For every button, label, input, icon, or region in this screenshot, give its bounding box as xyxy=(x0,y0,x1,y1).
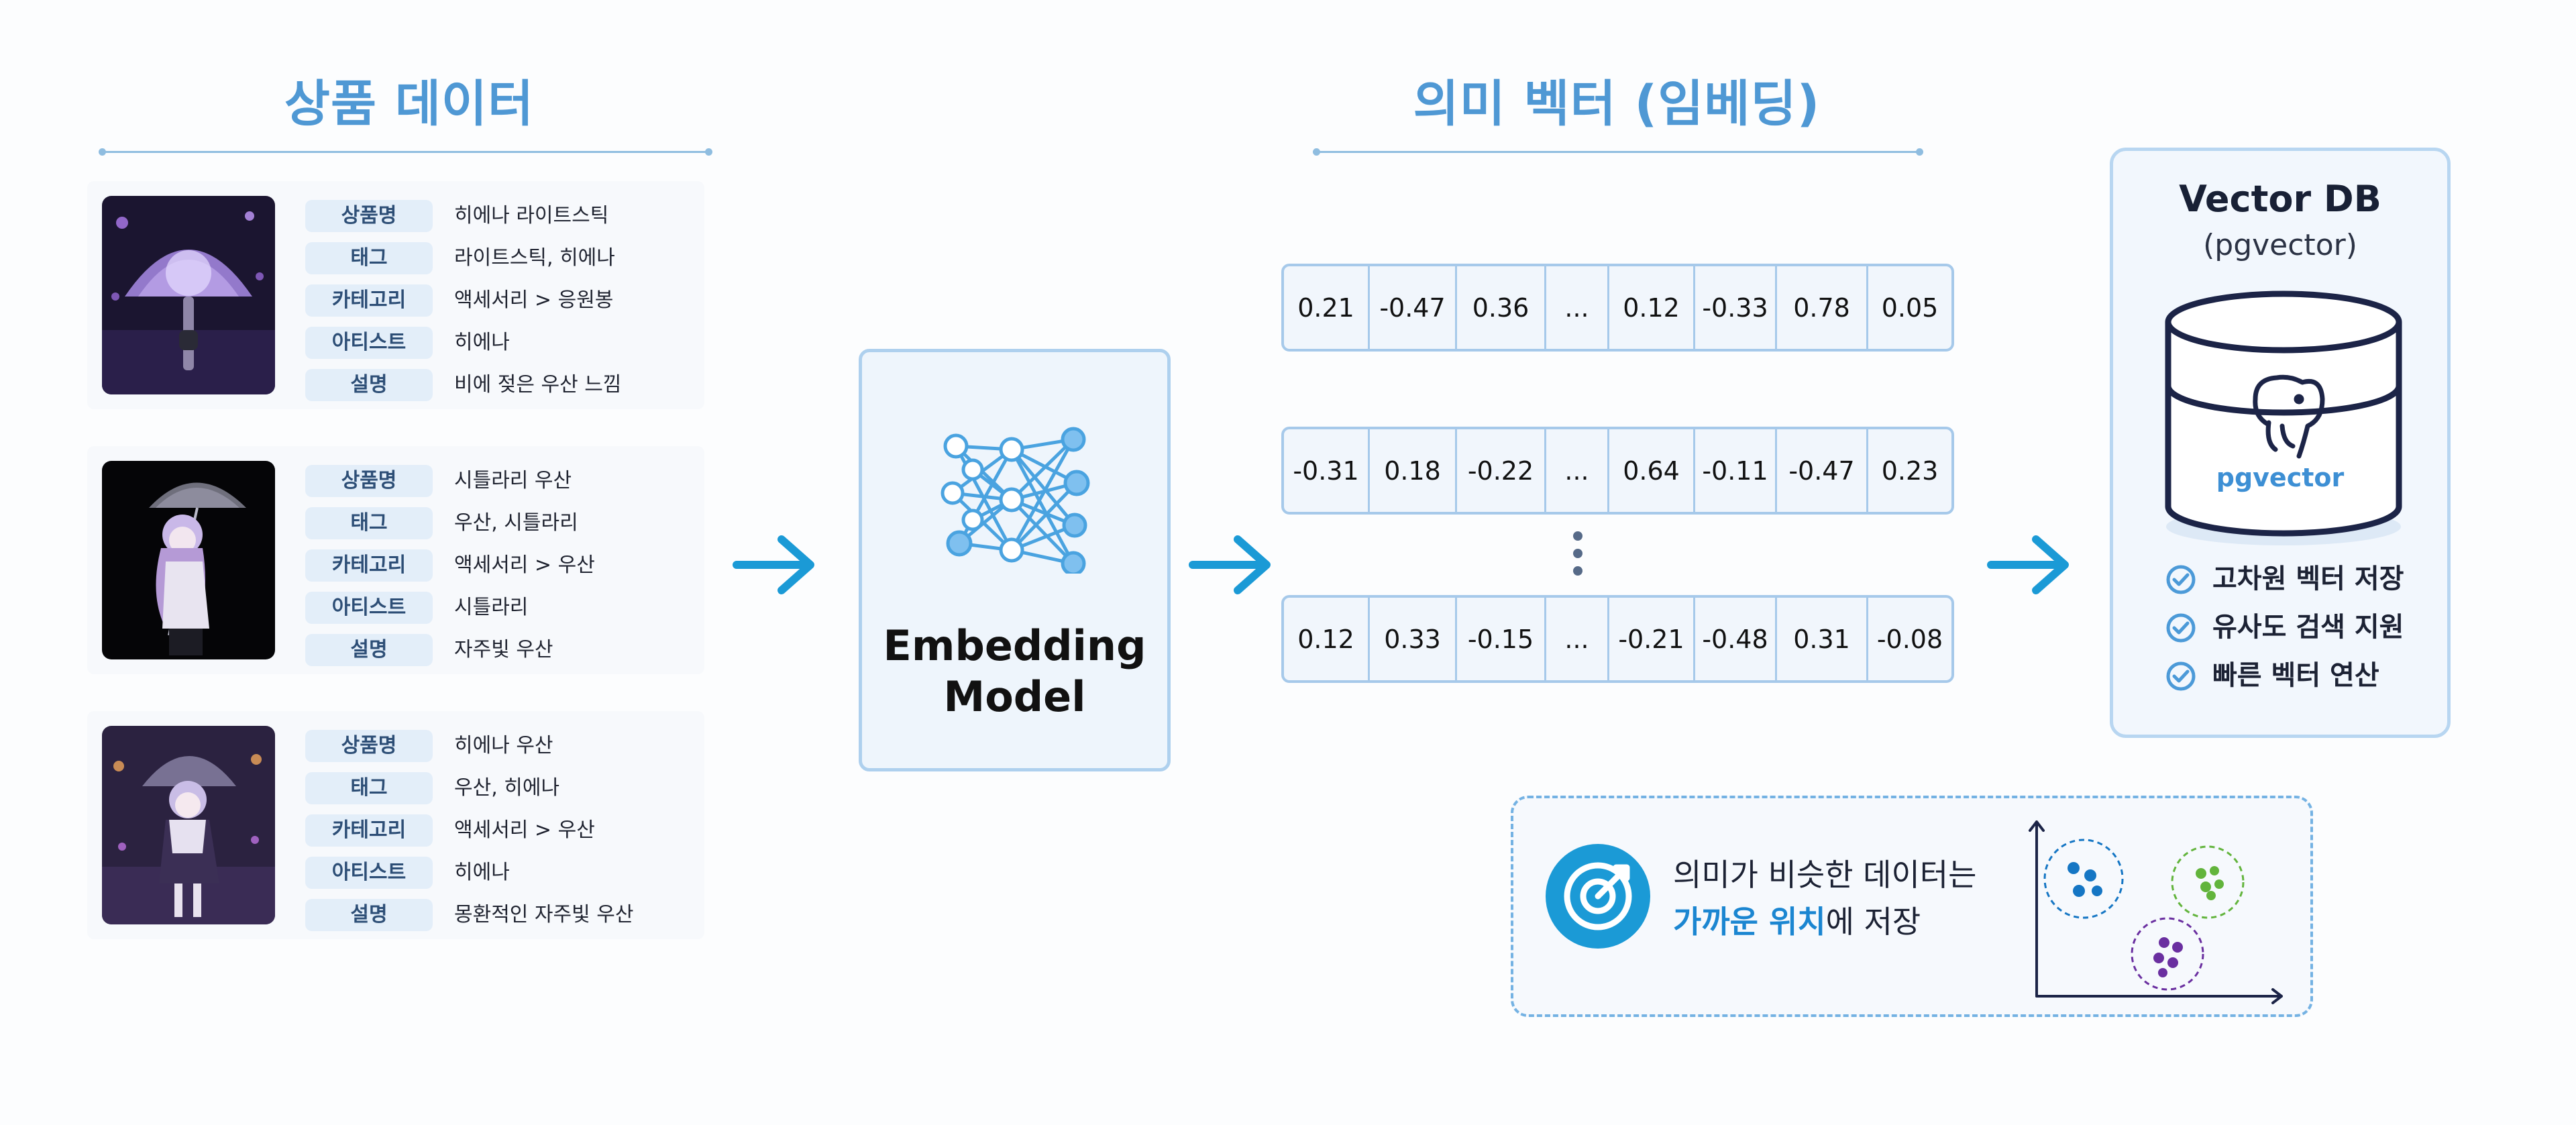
similarity-note-box: 의미가 비슷한 데이터는 가까운 위치에 저장 xyxy=(1511,796,2313,1017)
field-label: 설명 xyxy=(305,369,433,401)
vector-cell: ... xyxy=(1546,429,1609,512)
pgvector-logo-label: pgvector xyxy=(2216,463,2345,492)
field-label: 설명 xyxy=(305,634,433,666)
field-value: 시틀라리 우산 xyxy=(454,469,572,492)
arrow-right-icon xyxy=(1987,535,2069,594)
product-data-title: 상품 데이터 xyxy=(284,75,535,133)
field-label: 태그 xyxy=(305,507,433,539)
database-cylinder-icon xyxy=(2165,290,2402,545)
vector-cell: 0.33 xyxy=(1370,598,1457,680)
cluster-plot-icon xyxy=(2029,820,2283,1004)
check-circle-icon xyxy=(2166,613,2196,643)
vector-cell: -0.15 xyxy=(1457,598,1546,680)
vector-cell: -0.22 xyxy=(1457,429,1546,512)
umbrella-girl-illustration xyxy=(102,461,275,659)
vector-cell: 0.05 xyxy=(1881,292,1939,323)
vector-cell: 0.36 xyxy=(1457,266,1546,349)
vector-cell: 0.64 xyxy=(1609,429,1695,512)
field-value: 몽환적인 자주빛 우산 xyxy=(454,903,634,926)
field-label: 상품명 xyxy=(305,200,433,232)
vector-db-title: Vector DB xyxy=(2179,178,2381,220)
product-card-umbrella-1: 상품명 시틀라리 우산 태그 우산, 시틀라리 카테고리 액세서리 > 우산 아… xyxy=(87,446,704,674)
semantic-vector-divider xyxy=(1313,148,1923,156)
arrow-right-icon xyxy=(1189,535,1271,594)
product-image-umbrella-1 xyxy=(102,461,275,659)
product-data-divider xyxy=(99,148,712,156)
arrow-right-icon xyxy=(733,535,814,594)
product-card-umbrella-2: 상품명 히에나 우산 태그 우산, 히에나 카테고리 액세서리 > 우산 아티스… xyxy=(87,711,704,939)
feature-text: 빠른 벡터 연산 xyxy=(2212,660,2379,691)
lightstick-illustration xyxy=(102,196,275,394)
field-value: 시틀라리 xyxy=(454,596,529,619)
vector-cell: 0.23 xyxy=(1881,456,1939,486)
vector-row: 0.21 -0.47 0.36 ... 0.12 -0.33 0.78 0.05 xyxy=(1281,264,1954,352)
field-value: 액세서리 > 우산 xyxy=(454,818,595,842)
vector-cell: 0.12 xyxy=(1284,598,1370,680)
vector-cell: 0.12 xyxy=(1609,266,1695,349)
note-line2: 가까운 위치에 저장 xyxy=(1673,898,1921,942)
vector-cell: -0.21 xyxy=(1609,598,1695,680)
field-value: 히에나 xyxy=(454,861,510,884)
note-line2-rest: 에 저장 xyxy=(1825,904,1921,940)
field-value: 히에나 우산 xyxy=(454,734,553,757)
field-label: 태그 xyxy=(305,772,433,804)
field-value: 우산, 시틀라리 xyxy=(454,511,578,535)
field-value: 자주빛 우산 xyxy=(454,638,553,661)
vector-cell: -0.08 xyxy=(1876,624,1943,654)
vector-cell: 0.78 xyxy=(1777,266,1868,349)
vector-row: -0.31 0.18 -0.22 ... 0.64 -0.11 -0.47 0.… xyxy=(1281,427,1954,515)
product-image-lightstick xyxy=(102,196,275,394)
note-line1: 의미가 비슷한 데이터는 xyxy=(1673,857,1977,893)
field-label: 상품명 xyxy=(305,465,433,497)
product-image-umbrella-2 xyxy=(102,726,275,924)
umbrella-girl-night-illustration xyxy=(102,726,275,924)
vector-cell: -0.11 xyxy=(1695,429,1777,512)
field-label: 설명 xyxy=(305,899,433,931)
pgvector-elephant-icon xyxy=(2253,374,2325,459)
field-label: 아티스트 xyxy=(305,857,433,889)
feature-text: 유사도 검색 지원 xyxy=(2212,612,2404,643)
field-value: 액세서리 > 응원봉 xyxy=(454,288,614,312)
field-value: 비에 젖은 우산 느낌 xyxy=(454,373,622,396)
check-circle-icon xyxy=(2166,565,2196,594)
field-label: 카테고리 xyxy=(305,549,433,582)
vertical-ellipsis-icon xyxy=(1573,531,1582,576)
vector-db-box: Vector DB (pgvector) pgvector 고차원 벡터 저장 … xyxy=(2110,148,2451,738)
embedding-model-box: Embedding Model xyxy=(859,349,1171,771)
vector-cell: ... xyxy=(1546,266,1609,349)
vector-cell: -0.33 xyxy=(1695,266,1777,349)
model-title-line2: Model xyxy=(943,672,1086,721)
field-label: 아티스트 xyxy=(305,327,433,359)
vector-cell: ... xyxy=(1546,598,1609,680)
neural-network-icon xyxy=(941,427,1090,574)
target-icon xyxy=(1546,844,1650,949)
vector-db-subtitle: (pgvector) xyxy=(2203,228,2357,262)
field-label: 카테고리 xyxy=(305,284,433,317)
field-label: 태그 xyxy=(305,242,433,274)
vector-cell: -0.47 xyxy=(1370,266,1457,349)
vector-cell: 0.21 xyxy=(1284,266,1370,349)
vector-cell: -0.48 xyxy=(1695,598,1777,680)
field-value: 우산, 히에나 xyxy=(454,776,560,800)
check-circle-icon xyxy=(2166,661,2196,691)
field-label: 카테고리 xyxy=(305,814,433,847)
field-value: 히에나 라이트스틱 xyxy=(454,204,609,227)
vector-cell: -0.47 xyxy=(1777,429,1868,512)
vector-cell: 0.18 xyxy=(1370,429,1457,512)
vector-cell: 0.31 xyxy=(1777,598,1868,680)
product-card-lightstick: 상품명 히에나 라이트스틱 태그 라이트스틱, 히에나 카테고리 액세서리 > … xyxy=(87,181,704,409)
note-highlight: 가까운 위치 xyxy=(1673,904,1826,940)
vector-cell: -0.31 xyxy=(1284,429,1370,512)
field-label: 아티스트 xyxy=(305,592,433,624)
semantic-vector-title: 의미 벡터 (임베딩) xyxy=(1413,75,1821,133)
vector-row: 0.12 0.33 -0.15 ... -0.21 -0.48 0.31 -0.… xyxy=(1281,595,1954,683)
feature-text: 고차원 벡터 저장 xyxy=(2212,564,2404,594)
field-value: 히에나 xyxy=(454,331,510,354)
field-label: 상품명 xyxy=(305,730,433,762)
model-title-line1: Embedding xyxy=(883,621,1146,670)
embedding-model-title: Embedding Model xyxy=(862,621,1167,722)
field-value: 라이트스틱, 히에나 xyxy=(454,246,615,270)
field-value: 액세서리 > 우산 xyxy=(454,553,595,577)
